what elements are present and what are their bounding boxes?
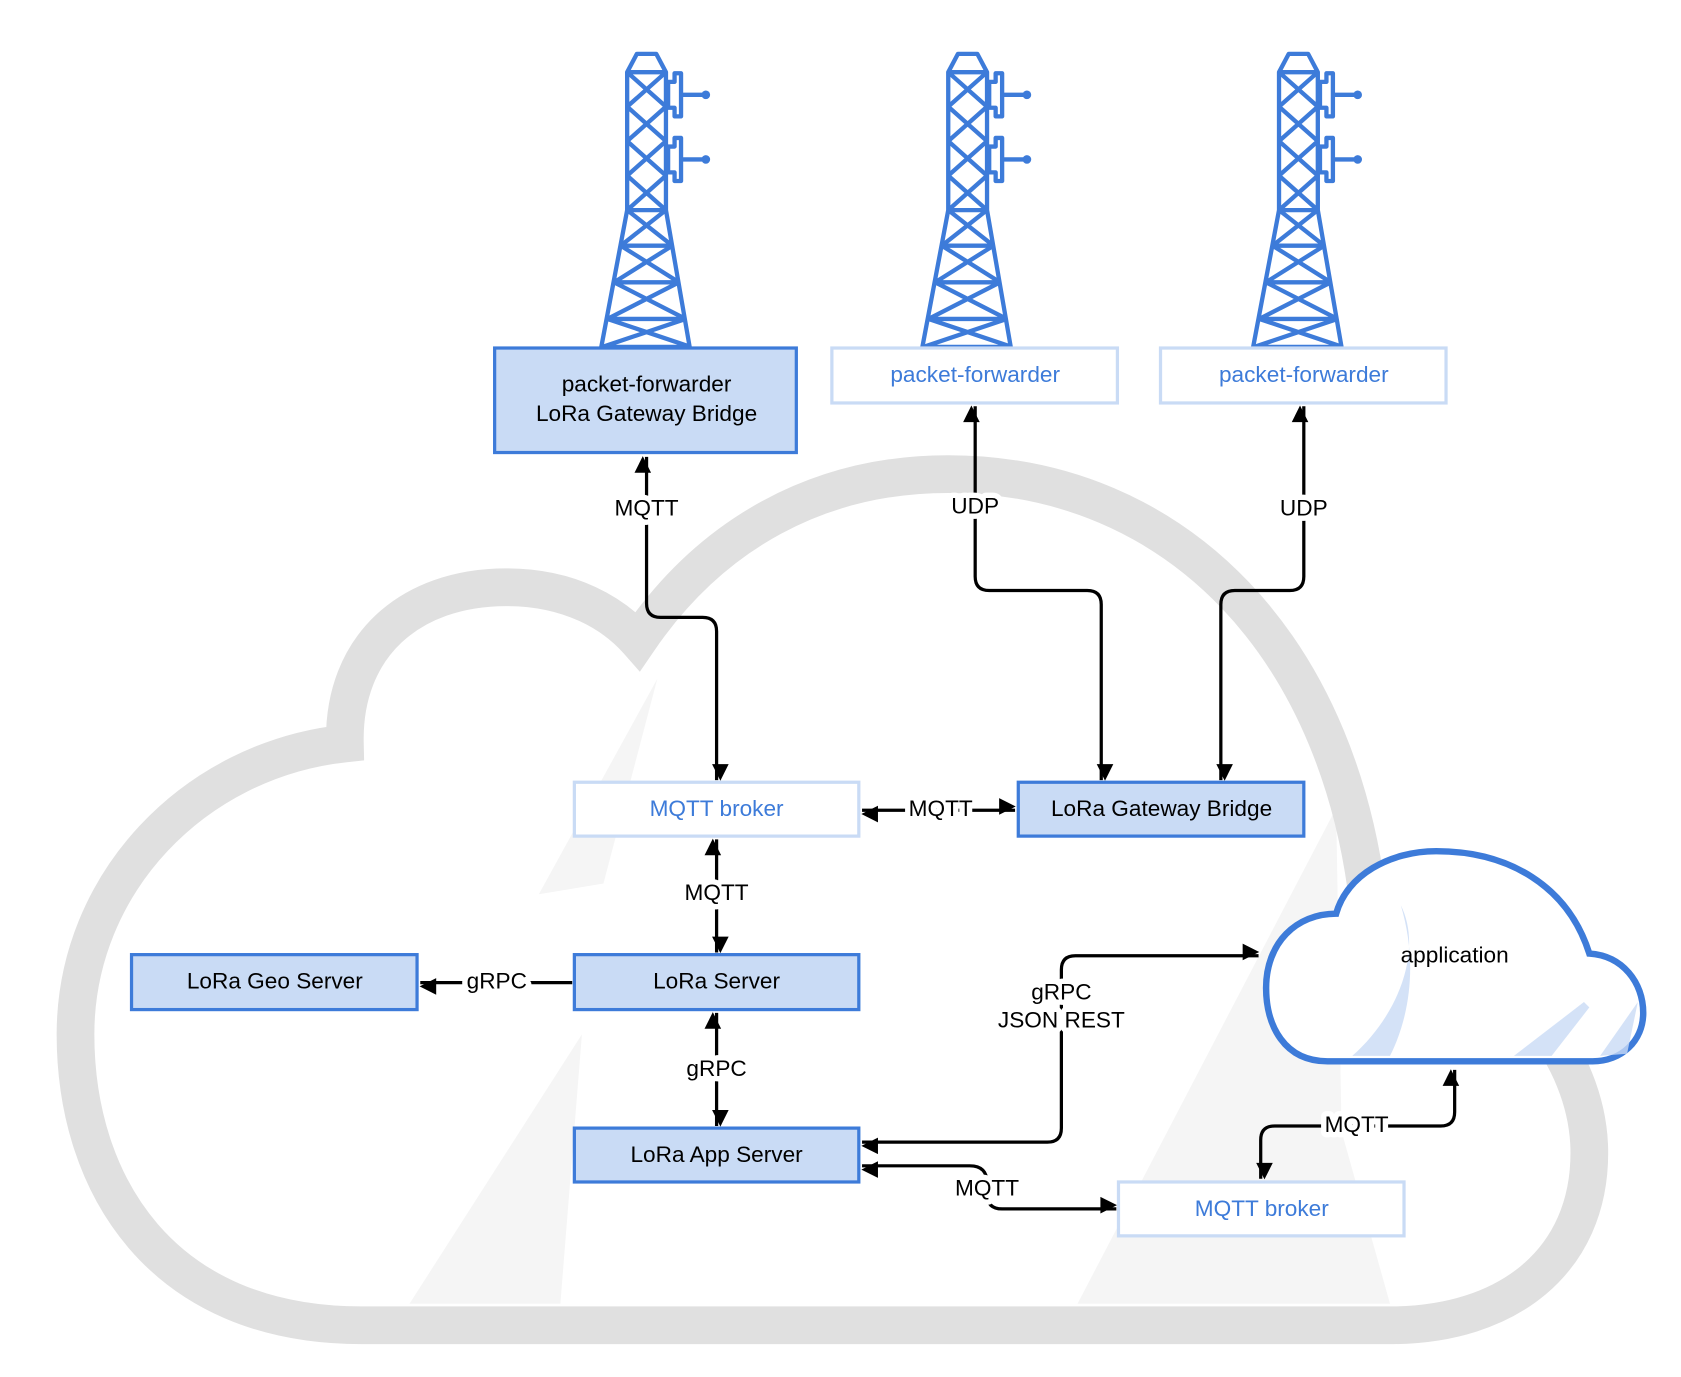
edge-label: gRPC: [467, 969, 527, 994]
edge-label: MQTT: [1325, 1112, 1389, 1137]
node-label: packet-forwarder: [890, 362, 1060, 387]
tower-structure: [920, 51, 1024, 350]
node-mqtt-broker[interactable]: MQTT broker: [572, 780, 861, 838]
node-label: LoRa Gateway Bridge: [536, 401, 757, 426]
tower-structure: [1251, 51, 1355, 350]
node-gateway1[interactable]: packet-forwarder LoRa Gateway Bridge: [493, 346, 798, 455]
cell-tower-icon: [599, 51, 711, 350]
cell-tower-icon: [1251, 51, 1362, 350]
edge-label: MQTT: [955, 1175, 1019, 1200]
node-label: application: [1401, 943, 1509, 968]
edge-gw3-bridge: [1216, 405, 1309, 781]
tower-structure: [599, 51, 703, 350]
node-lora-server[interactable]: LoRa Server: [572, 953, 861, 1012]
cloud-icon: [1262, 847, 1647, 1065]
antenna-tip: [1353, 155, 1362, 164]
node-gateway2[interactable]: packet-forwarder: [830, 346, 1120, 405]
edge-label: MQTT: [615, 496, 679, 521]
node-gateway3[interactable]: packet-forwarder: [1158, 346, 1448, 405]
edge-labels: MQTT UDP UDP MQTT MQTT gRPC gRPC gRPC JS…: [461, 488, 1394, 1206]
node-geo-server[interactable]: LoRa Geo Server: [129, 953, 419, 1012]
node-label: LoRa App Server: [630, 1142, 803, 1167]
antenna-tip: [1353, 90, 1362, 100]
edge-label: JSON REST: [998, 1007, 1125, 1032]
edge-broker2-application: [1256, 1069, 1460, 1180]
node-label: LoRa Geo Server: [187, 969, 363, 994]
edge-app-broker2: [861, 1161, 1118, 1214]
antenna-tip: [701, 90, 711, 100]
edge-label: MQTT: [685, 880, 749, 905]
edge-label: MQTT: [909, 796, 973, 821]
cell-tower-icon: [920, 51, 1032, 350]
edge-app-application: [861, 943, 1260, 1155]
edge-label: gRPC: [1031, 979, 1091, 1004]
node-label: packet-forwarder: [1219, 362, 1389, 387]
node-label: LoRa Gateway Bridge: [1051, 796, 1272, 821]
antenna-tip: [1022, 155, 1032, 164]
node-gateway-bridge[interactable]: LoRa Gateway Bridge: [1016, 780, 1306, 838]
connectors: [419, 405, 1460, 1214]
antenna-tip: [701, 155, 711, 164]
node-label: LoRa Server: [653, 969, 780, 994]
node-application[interactable]: application: [1262, 847, 1647, 1065]
edge-gw1-broker: [634, 456, 729, 781]
antenna-tip: [1022, 90, 1032, 100]
node-label: packet-forwarder: [562, 372, 732, 397]
node-label: MQTT broker: [650, 796, 784, 821]
edge-label: UDP: [951, 493, 999, 518]
edge-label: UDP: [1280, 496, 1328, 521]
node-label: MQTT broker: [1195, 1196, 1329, 1221]
node-mqtt-broker-app[interactable]: MQTT broker: [1116, 1180, 1406, 1238]
node-app-server[interactable]: LoRa App Server: [572, 1126, 861, 1184]
towers: [599, 51, 1362, 350]
edge-gw2-bridge: [963, 405, 1114, 781]
edge-label: gRPC: [686, 1056, 746, 1081]
